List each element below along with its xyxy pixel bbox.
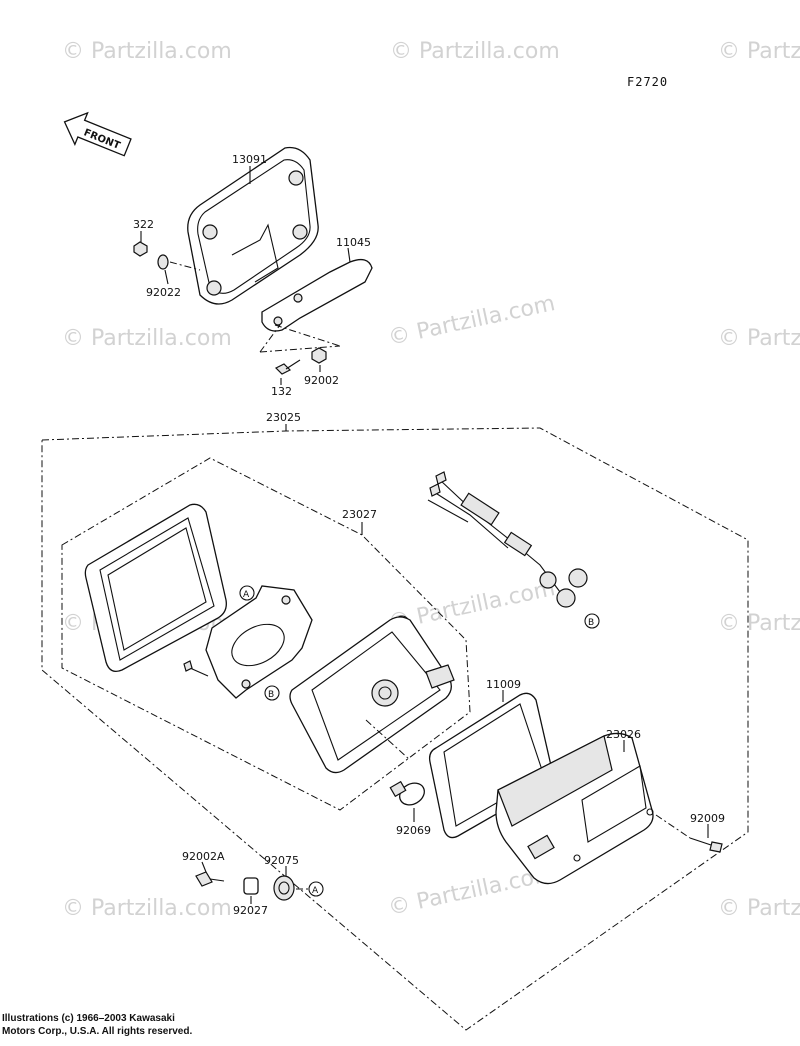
watermark: © Partzilla.com [62, 326, 232, 351]
bracket-11045 [261, 258, 373, 332]
bolt-132 [274, 359, 301, 375]
leader-92022 [164, 269, 169, 285]
assembly-outline-23025 [41, 427, 749, 1031]
watermark: © Partzilla.com [62, 896, 232, 921]
part-label-322: 322 [133, 218, 154, 231]
watermark: © Partzilla.com [718, 611, 800, 636]
gasket-plate [205, 585, 313, 699]
part-label-92069: 92069 [396, 824, 431, 837]
watermark: © Partzilla.com [718, 896, 800, 921]
figure-code: F2720 [627, 75, 668, 89]
part-label-92009: 92009 [690, 812, 725, 825]
svg-text:B: B [588, 618, 594, 628]
part-label-92002: 92002 [304, 374, 339, 387]
part-label-92022: 92022 [146, 286, 181, 299]
part-label-23027: 23027 [342, 508, 377, 521]
grommet-92075 [273, 875, 295, 901]
leader-11045 [347, 247, 351, 263]
front-arrow: FRONT [63, 111, 132, 157]
part-label-11045: 11045 [336, 236, 371, 249]
leader-92002A [201, 861, 207, 873]
nut-92002 [311, 347, 327, 364]
part-label-132: 132 [271, 385, 292, 398]
watermark: © Partzilla.com [62, 39, 232, 64]
dash-line [274, 324, 341, 347]
wiring-harness [427, 471, 588, 608]
screw-92009 [689, 837, 723, 853]
dash-line [259, 324, 281, 353]
copyright-line-2: Motors Corp., U.S.A. All rights reserved… [2, 1026, 193, 1037]
lens-frame [84, 503, 227, 673]
svg-text:A: A [312, 886, 319, 896]
lamp-housing [289, 616, 455, 774]
lens-23026 [495, 732, 654, 885]
dash-line [655, 814, 691, 839]
watermark: © Partzilla.com [718, 326, 800, 351]
watermarks: © Partzilla.com © Partzilla.com © Partzi… [62, 39, 800, 921]
license-bracket-13091 [187, 146, 319, 305]
copyright-line-1: Illustrations (c) 1966–2003 Kawasaki [2, 1013, 175, 1024]
nut-322 [133, 241, 148, 257]
part-label-92002A: 92002A [182, 850, 225, 863]
part-label-92027: 92027 [233, 904, 268, 917]
copyright-notice: Illustrations (c) 1966–2003 Kawasaki Mot… [2, 1012, 262, 1038]
part-label-11009: 11009 [486, 678, 521, 691]
screw-small [189, 667, 209, 677]
callout-a-1: A [239, 585, 255, 601]
bulb-92069 [389, 780, 425, 806]
part-label-92075: 92075 [264, 854, 299, 867]
screw-92002A [195, 871, 225, 887]
callout-a-2: A [308, 881, 324, 897]
watermark: © Partzilla.com [386, 291, 557, 351]
dash-line [365, 719, 411, 761]
part-label-13091: 13091 [232, 153, 267, 166]
svg-text:B: B [268, 690, 274, 700]
callout-b-1: B [264, 685, 280, 701]
part-label-23026: 23026 [606, 728, 641, 741]
dash-line [169, 261, 201, 271]
svg-text:A: A [243, 590, 250, 600]
callout-b-2: B [584, 613, 600, 629]
watermark: © Partzilla.com [718, 39, 800, 64]
watermark: © Partzilla.com [390, 39, 560, 64]
collar-92027 [243, 877, 259, 895]
dash-line [259, 345, 341, 353]
assembly-outline-23027 [61, 457, 471, 811]
screw-head [183, 660, 193, 672]
washer-92022 [157, 254, 169, 270]
part-label-23025: 23025 [266, 411, 301, 424]
